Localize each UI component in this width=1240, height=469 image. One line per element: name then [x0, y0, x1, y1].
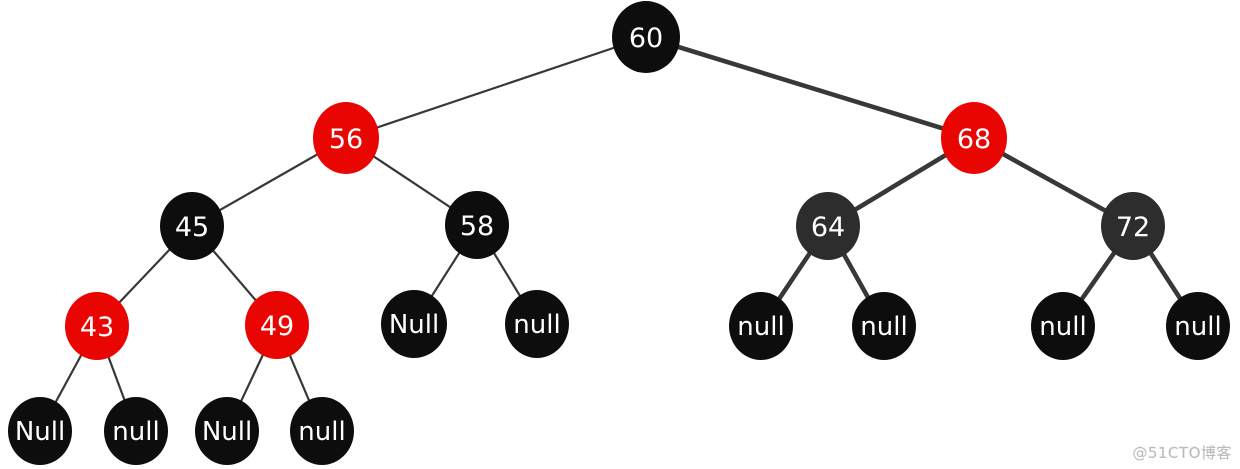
node-label: null [737, 312, 784, 342]
node-label: null [298, 417, 345, 447]
edge-60-68 [643, 34, 977, 141]
node-label: 45 [175, 212, 209, 243]
tree-node-43: 43 [65, 292, 129, 360]
node-label: null [1039, 312, 1086, 342]
tree-node-45: 45 [160, 192, 224, 260]
tree-node-null-72-right: null [1166, 292, 1230, 360]
tree-node-58: 58 [445, 191, 509, 259]
node-circle [104, 397, 168, 465]
tree-node-64: 64 [796, 192, 860, 260]
node-circle [852, 292, 916, 360]
node-label: 64 [811, 212, 845, 243]
node-circle [313, 102, 379, 174]
tree-node-68: 68 [941, 102, 1007, 174]
node-circle [505, 290, 569, 358]
node-label: null [860, 312, 907, 342]
node-circle [1101, 192, 1165, 260]
tree-node-null-49-right: null [290, 397, 354, 465]
node-circle [245, 291, 309, 359]
node-circle [8, 397, 72, 465]
node-label: Null [202, 417, 252, 447]
node-label: 49 [260, 311, 294, 342]
tree-node-49: 49 [245, 291, 309, 359]
node-label: 58 [460, 211, 494, 242]
node-circle [729, 292, 793, 360]
tree-node-null-43-left: Null [8, 397, 72, 465]
tree-node-72: 72 [1101, 192, 1165, 260]
tree-node-null-58-right: null [505, 290, 569, 358]
tree-node-null-64-right: null [852, 292, 916, 360]
node-circle [445, 191, 509, 259]
tree-node-null-72-left: null [1031, 292, 1095, 360]
watermark: @51CTO博客 [1132, 444, 1232, 462]
node-label: 56 [329, 124, 363, 155]
node-circle [612, 1, 680, 73]
node-circle [381, 290, 447, 358]
node-label: null [513, 310, 560, 340]
tree-node-60: 60 [612, 1, 680, 73]
node-circle [65, 292, 129, 360]
tree-node-null-43-right: null [104, 397, 168, 465]
tree-node-null-58-left: Null [381, 290, 447, 358]
node-label: null [112, 417, 159, 447]
node-circle [195, 397, 259, 465]
node-label: 72 [1116, 212, 1150, 243]
node-label: 60 [629, 23, 663, 54]
tree-node-56: 56 [313, 102, 379, 174]
node-circle [1031, 292, 1095, 360]
node-label: 68 [957, 124, 991, 155]
tree-node-null-49-left: Null [195, 397, 259, 465]
edge-60-56 [344, 35, 648, 140]
node-circle [290, 397, 354, 465]
node-circle [160, 192, 224, 260]
tree-node-null-64-left: null [729, 292, 793, 360]
node-circle [941, 102, 1007, 174]
node-label: 43 [80, 312, 114, 343]
node-circle [796, 192, 860, 260]
node-circle [1166, 292, 1230, 360]
node-label: null [1174, 312, 1221, 342]
node-label: Null [389, 310, 439, 340]
node-label: Null [15, 417, 65, 447]
